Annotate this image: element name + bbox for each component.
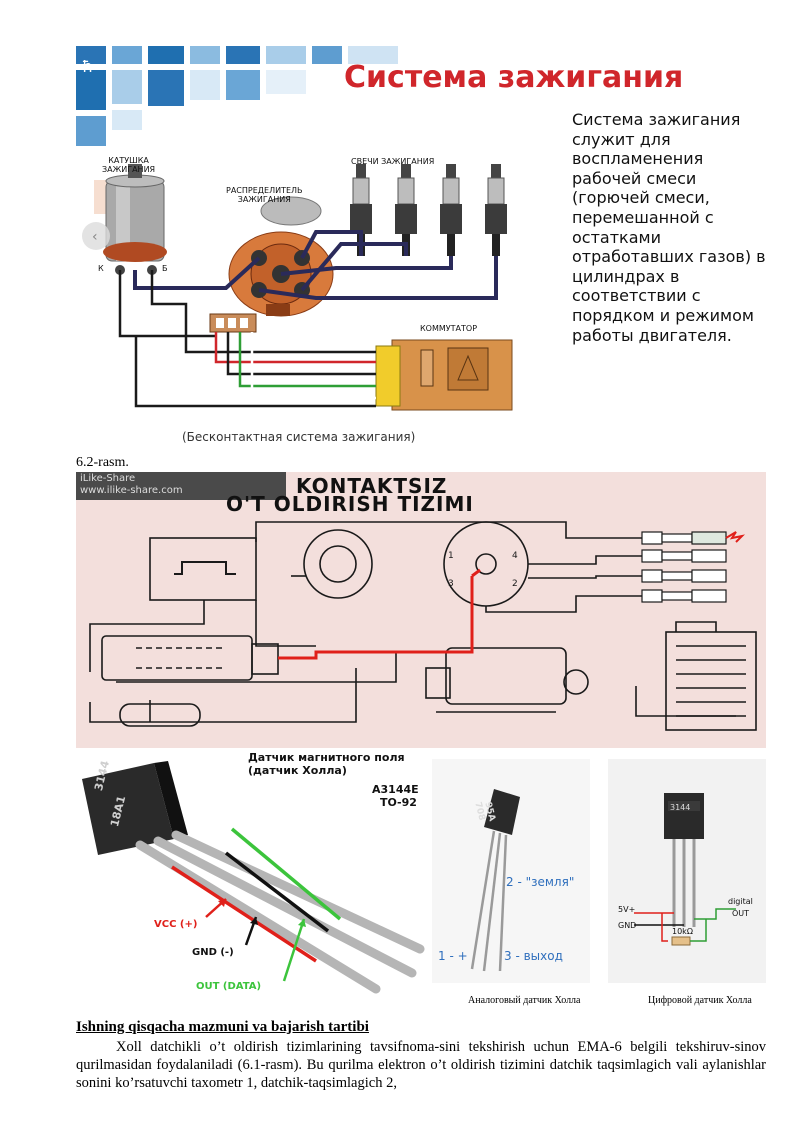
figure-description: Система зажигания служит для воспламенен…: [572, 110, 766, 345]
sensor-connector: [209, 313, 257, 333]
diagram-title-line1: KONTAKTSIZ: [296, 474, 448, 498]
digital-resistor-label: 10kΩ: [672, 927, 693, 936]
svg-text:2: 2: [512, 579, 518, 589]
svg-text:3: 3: [448, 579, 454, 589]
analog-pin1-label: 1 - +: [438, 949, 468, 963]
digital-caption: Цифровой датчик Холла: [648, 995, 752, 1006]
watermark: iLike-Share www.ilike-share.com: [76, 472, 286, 500]
sensor-title-line1: Датчик магнитного поля: [248, 751, 405, 764]
gnd-label: GND (-): [192, 947, 234, 958]
label-distributor: РАСПРЕДЕЛИТЕЛЬ ЗАЖИГАНИЯ: [226, 186, 303, 204]
out-label: OUT (DATA): [196, 981, 262, 992]
high-voltage-wires: [133, 230, 498, 300]
body-text: Xoll datchikli o’t oldirish tizimlarinin…: [76, 1039, 766, 1091]
figure-title: Система зажигания: [344, 60, 684, 95]
hall-sensor-figure: Датчик магнитного поля (датчик Холла) A3…: [76, 749, 766, 1017]
low-voltage-wires: [118, 270, 376, 408]
ignition-system-diagram: ħ ‹: [76, 46, 766, 411]
figure-caption: (Бесконтактная система зажигания): [182, 430, 416, 444]
analog-pin2-label: 2 - "земля": [506, 875, 575, 889]
body-paragraph: Xoll datchikli o’t oldirish tizimlarinin…: [76, 1038, 766, 1092]
diagram-title-line2: O'T OLDIRISH TIZIMI: [226, 492, 474, 516]
contactless-ignition-diagram: 1 4 3 2 iLike-Share www.ilike-share.com …: [76, 472, 766, 748]
commutator: [375, 339, 513, 411]
analog-hall-sensor-photo: [432, 759, 590, 983]
banner-tiles: ħ: [76, 46, 766, 146]
digital-hall-sensor-photo: [608, 759, 766, 983]
sensor-title-line2: (датчик Холла): [248, 764, 347, 777]
svg-text:ħ: ħ: [82, 57, 93, 76]
analog-pin3-label: 3 - выход: [504, 949, 563, 963]
analog-caption: Аналоговый датчик Холла: [468, 995, 581, 1006]
spark-plug: [440, 164, 462, 256]
model-line2: TO-92: [380, 796, 417, 809]
label-coil: КАТУШКА ЗАЖИГАНИЯ: [102, 156, 156, 174]
section-heading: Ishning qisqacha mazmuni va bajarish tar…: [76, 1019, 369, 1035]
ignition-coil: ‹: [82, 164, 167, 275]
vcc-label: VCC (+): [154, 919, 198, 930]
ignition-system-figure: ħ ‹: [76, 46, 766, 452]
model-line1: A3144E: [372, 783, 419, 796]
label-spark-plugs: СВЕЧИ ЗАЖИГАНИЯ: [351, 157, 435, 166]
label-coil-b: Б: [162, 264, 168, 273]
svg-text:‹: ‹: [92, 229, 98, 245]
spark-plug: [485, 164, 507, 256]
digital-5v-label: 5V+: [618, 905, 636, 914]
digital-chip-marking: 3144: [670, 803, 691, 812]
figure-number: 6.2-rasm.: [76, 455, 129, 470]
hall-sensor-a3144: [82, 761, 425, 994]
hall-sensor-photos: [82, 759, 766, 994]
digital-out-label-2: OUT: [732, 909, 750, 918]
contactless-ignition-schematic: 1 4 3 2: [89, 521, 757, 731]
svg-text:4: 4: [512, 551, 518, 561]
digital-out-label-1: digital: [728, 897, 753, 906]
digital-gnd-label: GND: [618, 921, 637, 930]
svg-text:1: 1: [448, 551, 454, 561]
label-coil-k: К: [98, 264, 104, 273]
label-commutator: КОММУТАТОР: [420, 324, 478, 333]
